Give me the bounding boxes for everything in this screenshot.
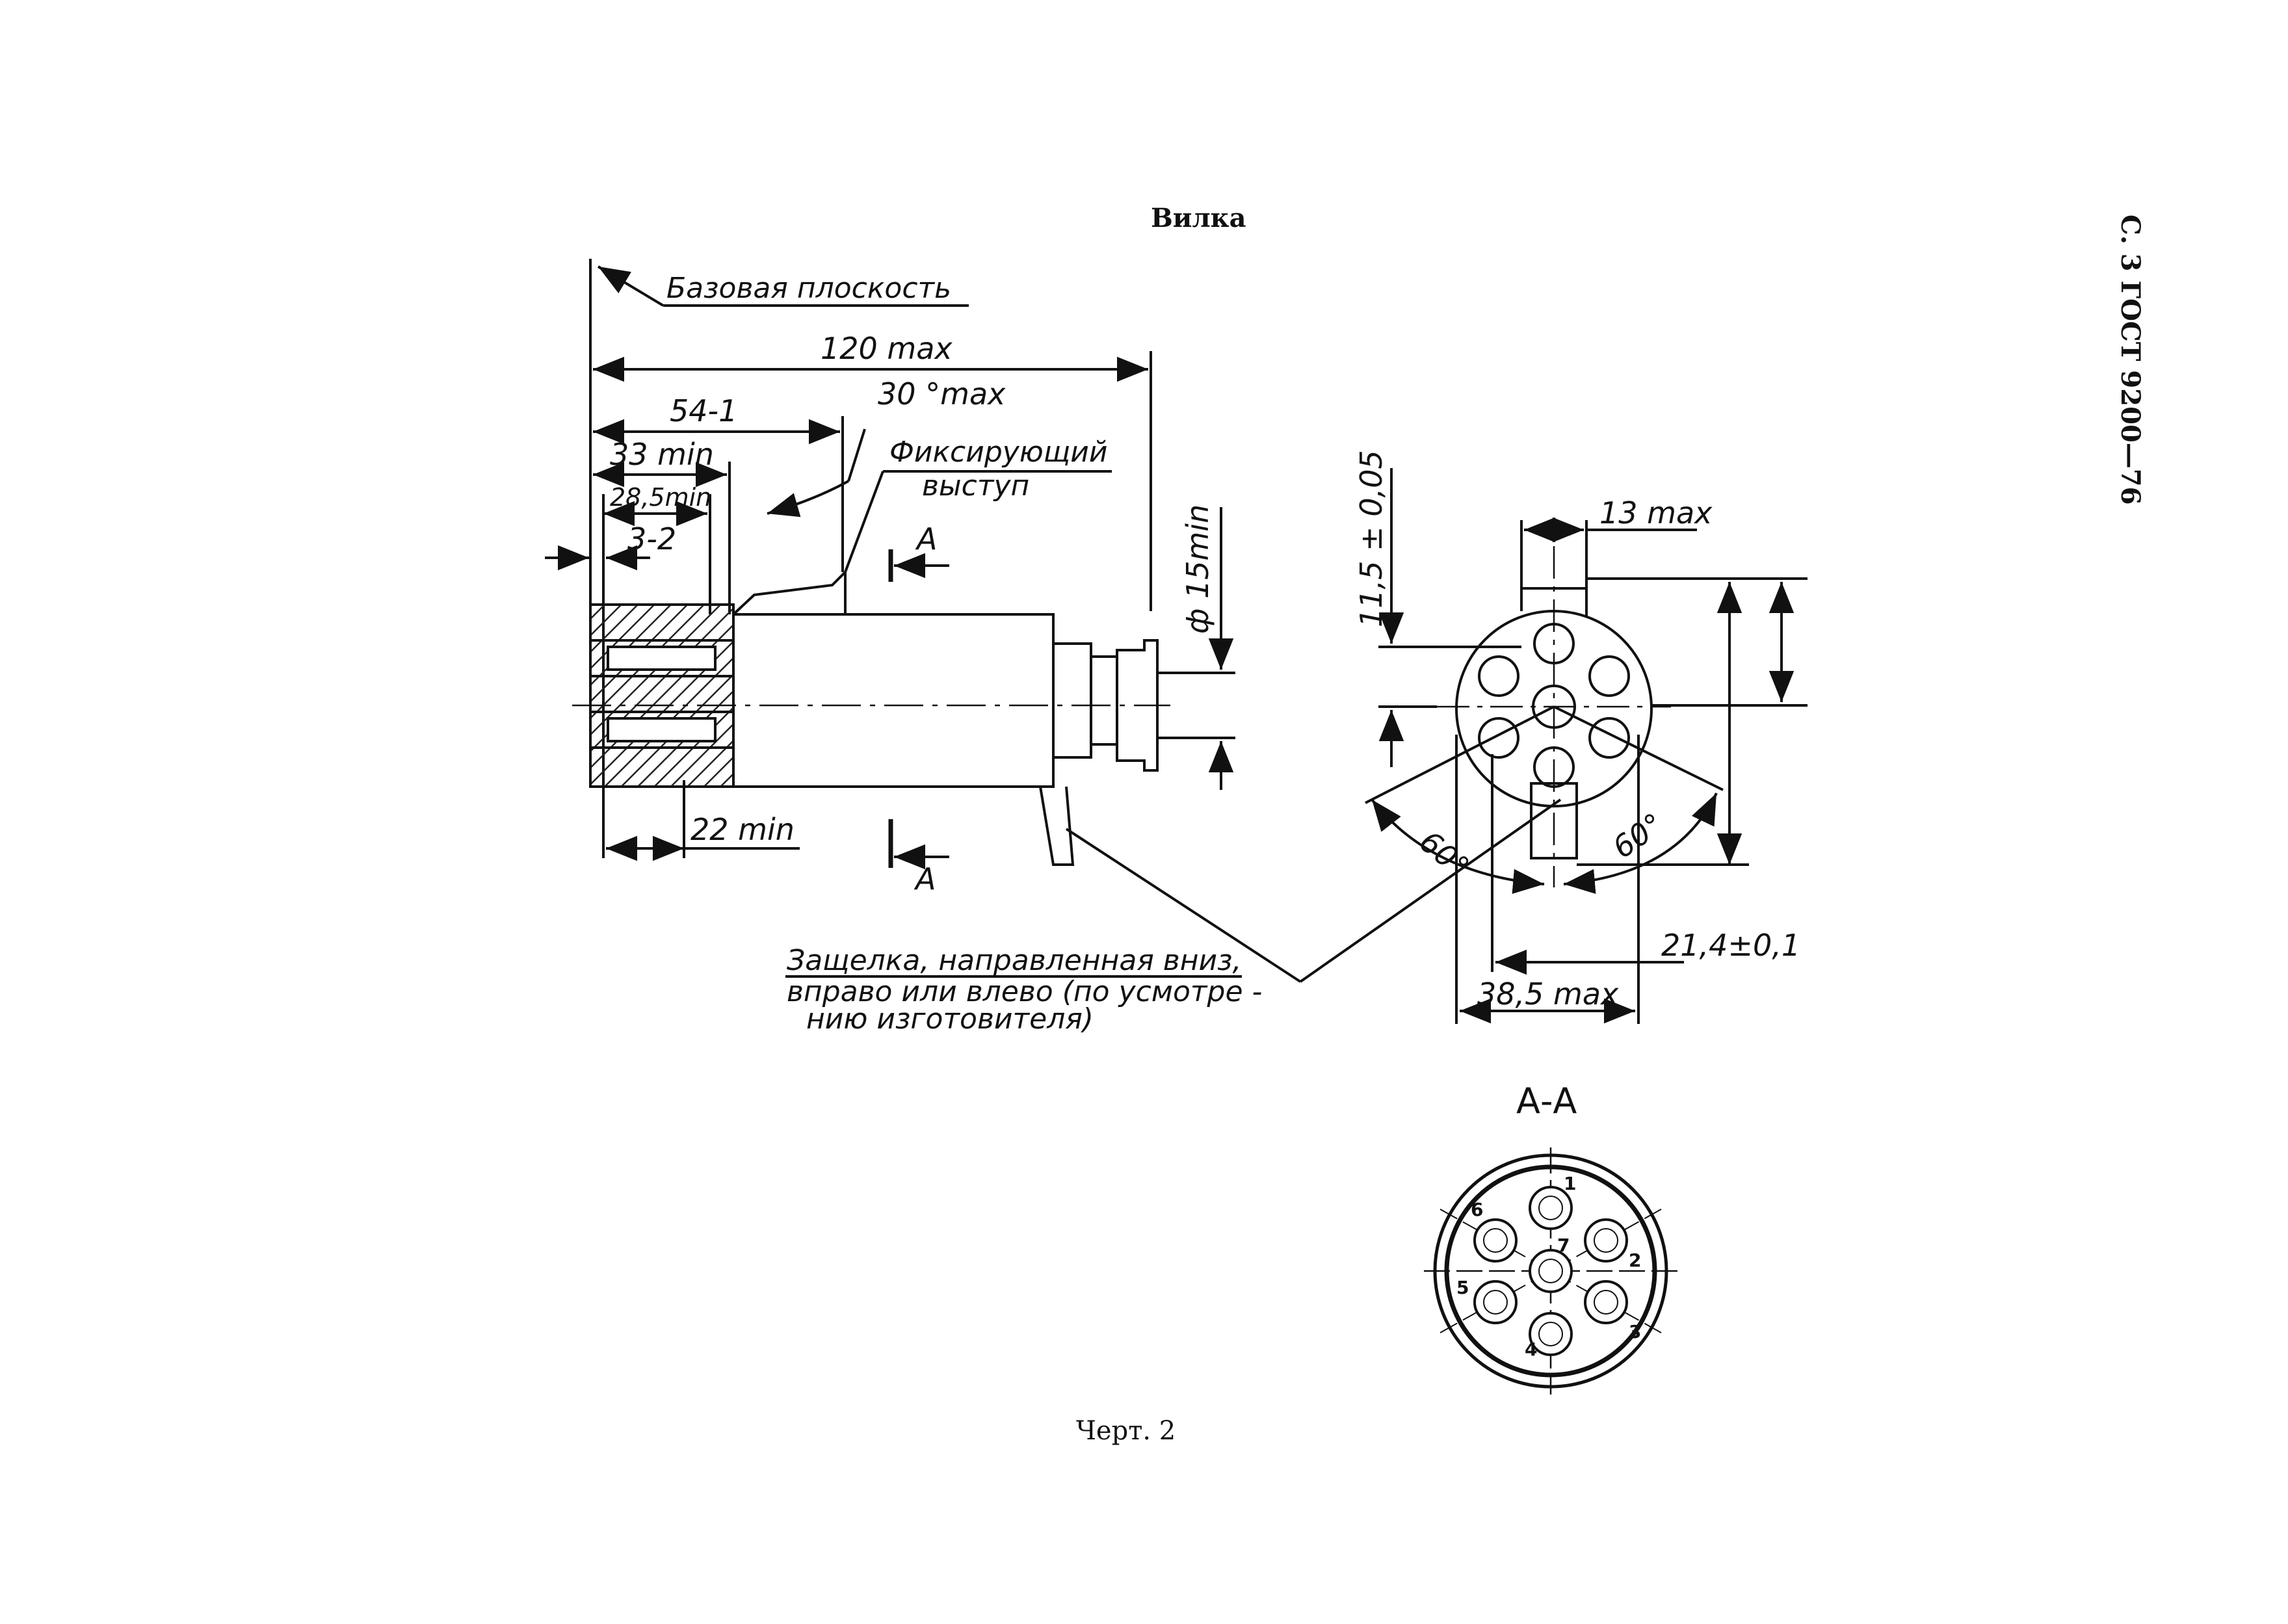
pin-6 [1473,1218,1518,1263]
latch-note-line2: вправо или влево (по усмотре - [787,975,1262,1008]
end-view [1365,468,1808,1024]
dim-22-label: 22 min [690,812,795,847]
dim-overall-label: 120 max [821,331,953,366]
dim-11-5-label: 11,5 ± 0,05 [1354,450,1389,627]
pin-label-4: 4 [1525,1339,1537,1360]
pin-3 [1584,1280,1628,1324]
pin-label-6: 6 [1471,1199,1483,1220]
dim-33-label: 33 min [610,437,714,472]
dim-28-5-label: 28,5min [610,483,711,512]
contact-sleeve-hatched [589,603,735,788]
pin-label-7: 7 [1557,1235,1570,1256]
dim-angle-label: 30 °max [878,376,1006,412]
dim-13-label: 13 max [1599,495,1713,530]
dim-3-2-label: 3-2 [627,521,676,557]
side-view [545,259,1235,870]
latch [1039,786,1075,866]
figure-label: Черт. 2 [1076,1416,1176,1446]
fixing-note-line1: Фиксирующий [889,436,1107,469]
pin-1 [1529,1186,1573,1230]
base-plane-leader [597,265,664,307]
rear-nut [1116,639,1159,772]
section-title: А-А [1516,1080,1577,1121]
base-plane-label: Базовая плоскость [666,272,951,305]
angle-arc-right [1563,792,1718,895]
latch-leader-left [1065,828,1302,983]
angle-arc-30 [767,480,849,517]
section-mark-bottom: А [914,861,936,897]
pin-label-3: 3 [1629,1321,1641,1342]
dim-21-4-label: 21,4±0,1 [1661,928,1800,963]
section-mark-top: А [915,521,937,557]
latch-note-line3: нию изготовителя) [806,1002,1094,1036]
dim-38-5-label: 38,5 max [1477,976,1619,1012]
fixing-leader [844,471,884,573]
pin-label-5: 5 [1456,1277,1469,1298]
pin-7 [1529,1249,1573,1293]
plug-body [733,613,1055,788]
latch-note-line1: Защелка, направленная вниз, [787,944,1241,977]
angle-left-label: 60° [1413,824,1476,885]
pin-5 [1473,1280,1518,1324]
pin-label-2: 2 [1629,1250,1641,1271]
angle-arc-left [1371,798,1545,895]
dim-54-label: 54-1 [670,393,737,428]
fixing-protrusion [732,569,847,616]
drawing-title: Вилка [1151,203,1246,233]
pin-2 [1584,1218,1628,1263]
dim-diameter-label: ф 15min [1180,504,1215,634]
latch-leader-right [1299,798,1562,983]
fixing-note-line2: выступ [922,469,1029,503]
section-view [1424,1147,1677,1395]
pin-4 [1529,1312,1573,1356]
rear-collar [1052,642,1092,759]
pin-label-1: 1 [1564,1173,1576,1194]
